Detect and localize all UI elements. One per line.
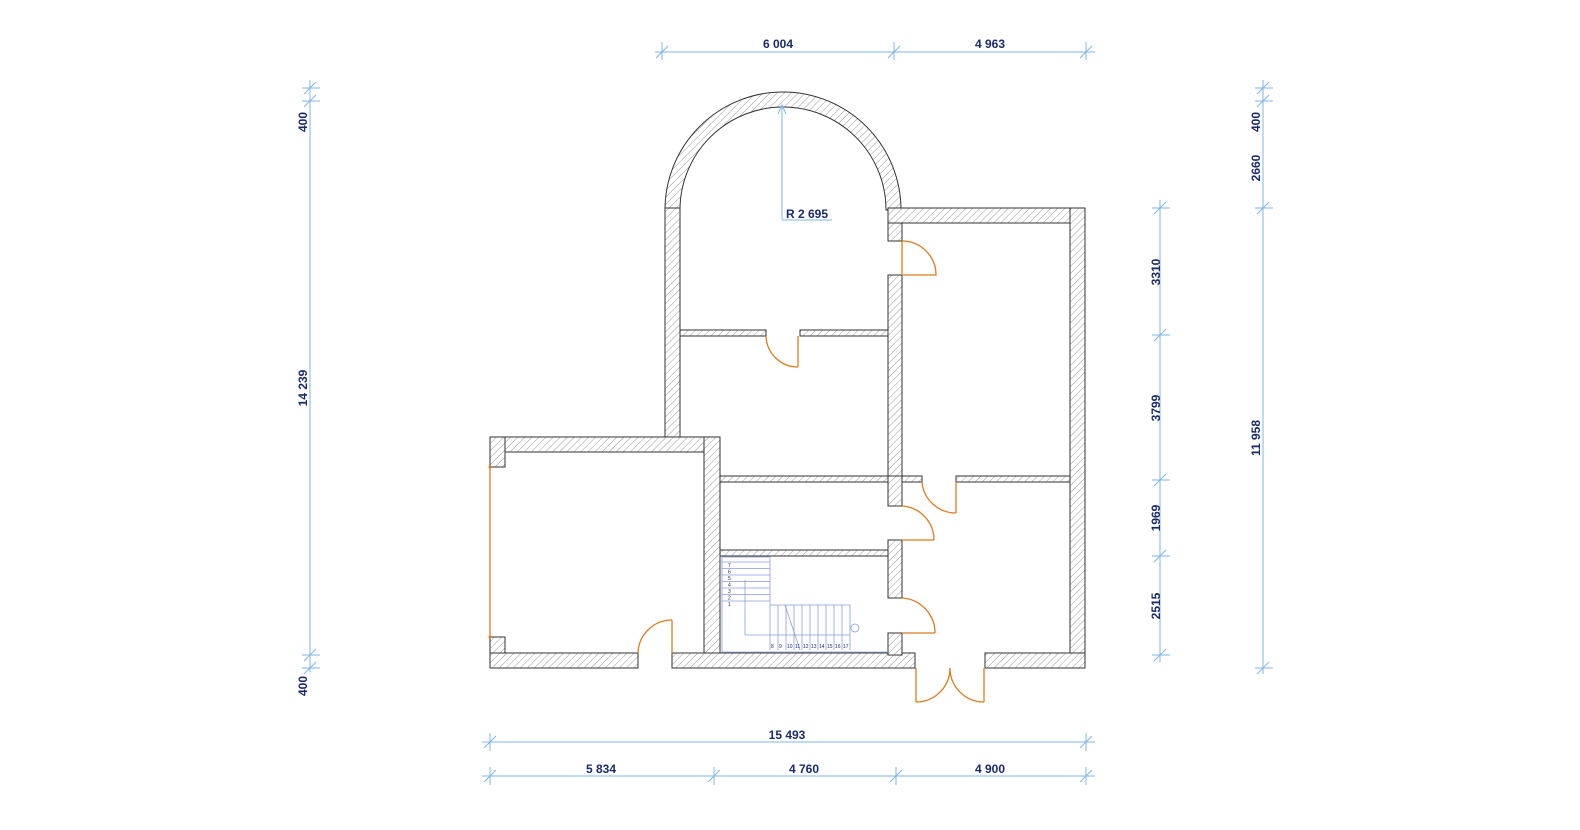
dim-bottom-total: 15 493 [482,728,1095,751]
dim-far-right-top: 400 [1249,112,1263,132]
dim-right-c: 1969 [1149,504,1163,531]
dim-right: 3310 3799 1969 2515 [1149,200,1170,662]
dim-bottom-total-label: 15 493 [769,728,806,742]
door-corridor-lower [901,597,936,634]
door-apse-partition [765,335,799,368]
walls [489,91,1086,669]
door-west-bottom [637,619,673,654]
dim-top-right: 4 963 [975,37,1005,51]
dim-left-bottom: 400 [296,676,310,696]
doors [488,240,985,703]
bottom-wall-2 [671,652,916,669]
stair-step-number: 8 [771,644,774,650]
dim-radius-label: R 2 695 [786,207,828,221]
dim-far-right-total: 11 958 [1249,420,1263,456]
stair-step-number: 14 [819,644,825,650]
stair-step-number: 2 [728,596,731,602]
stair-partition [719,549,889,557]
bottom-wall-3 [984,652,1086,669]
stair-step-number: 12 [803,644,809,650]
dim-far-right: 400 2660 11 958 [1249,80,1273,675]
staircase [721,556,888,653]
dim-right-a: 3310 [1149,258,1163,285]
door-corridor-upper [901,505,935,541]
stair-step-number: 16 [835,644,841,650]
apse-right-wall-lower [887,274,903,478]
dimension-lines: 6 004 4 963 R 2 695 400 14 239 400 [296,37,1273,785]
apse-partition-left [679,329,767,337]
dim-left-top: 400 [296,112,310,132]
stair-step-number: 6 [728,570,731,576]
east-top-wall [887,207,1086,224]
dim-right-d: 2515 [1149,592,1163,619]
west-top-wall [489,436,721,453]
stair-step-number: 11 [795,644,800,650]
stair-step-number: 7 [728,563,731,569]
door-apse-east [901,240,937,276]
dim-far-right-b: 2660 [1249,154,1263,181]
bottom-wall-1 [489,652,639,669]
stair-step-number: 10 [787,644,793,650]
stair-step-number: 3 [728,589,731,595]
dim-bottom-b: 4 760 [789,762,819,776]
dim-left: 400 14 239 400 [296,80,320,696]
corridor-wall-1 [887,475,903,507]
stair-step-number: 9 [779,644,782,650]
stair-step-number: 4 [728,583,731,589]
entrance-double-door [915,667,985,703]
east-outer-wall [1069,207,1086,669]
dim-top-left: 6 004 [763,37,793,51]
stair-step-number: 5 [728,576,731,582]
corridor-wall-3 [887,632,903,656]
east-partition-right [955,475,1071,483]
dim-bottom-a: 5 834 [586,762,616,776]
door-east-partition [921,481,957,514]
stair-step-number: 17 [843,644,849,650]
dim-bottom-c: 4 900 [975,762,1005,776]
apse-left-wall [664,207,681,438]
corridor-wall-2 [887,539,903,599]
west-outer-wall-top [489,436,506,468]
apse-partition-right [799,329,889,337]
dim-left-total: 14 239 [296,369,310,406]
dim-radius: R 2 695 [777,103,832,221]
dim-right-b: 3799 [1149,394,1163,421]
stair-step-number: 15 [827,644,833,650]
west-inner-wall [703,436,721,669]
east-partition-left [901,475,923,483]
dim-top: 6 004 4 963 [655,37,1095,60]
dim-bottom-segments: 5 834 4 760 4 900 [482,762,1095,785]
stair-step-number: 13 [811,644,817,650]
central-partition [719,475,889,483]
stair-step-number: 1 [728,602,731,608]
apse-wall [664,91,902,211]
door-west-outer [488,465,492,639]
